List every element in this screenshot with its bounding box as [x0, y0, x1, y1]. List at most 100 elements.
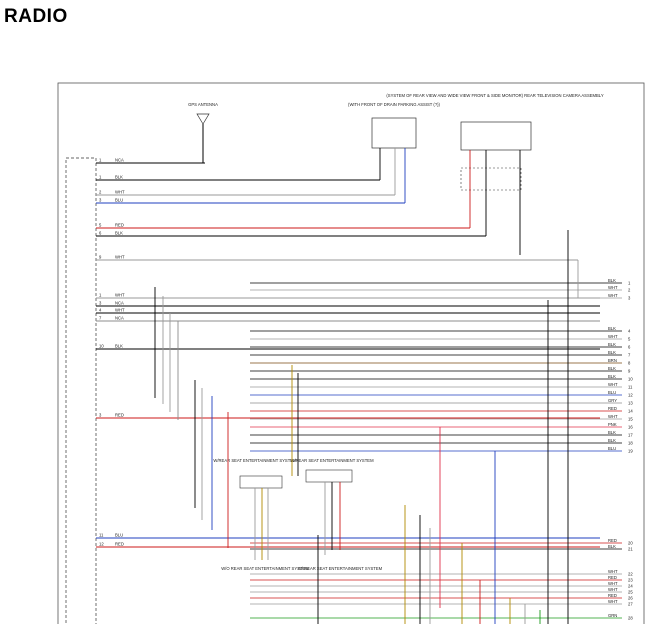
wire-label-3: BLU: [115, 198, 123, 203]
wire-label-1: BLK: [115, 175, 123, 180]
wire-label-9: WHT: [115, 308, 125, 313]
right-pin-label-8: BRN: [608, 358, 617, 363]
camera-box: [371, 117, 417, 149]
gps-antenna-icon: [196, 113, 210, 163]
right-pin-number-17: 17: [628, 433, 633, 438]
right-pin-number-18: 18: [628, 441, 633, 446]
right-pin-number-26: 26: [628, 596, 633, 601]
wire-pin-5: 6: [99, 231, 102, 236]
right-pin-label-2: WHT: [608, 285, 618, 290]
wire-pin-13: 11: [99, 533, 104, 538]
right-pin-label-27: WHT: [608, 599, 618, 604]
camera-label: (WITH FRONT OF DRAIN PARKING ASSIST (?)): [348, 102, 441, 107]
right-pin-number-13: 13: [628, 401, 633, 406]
wire-label-6: WHT: [115, 255, 125, 260]
right-pin-number-28: 28: [628, 616, 633, 621]
wire-label-14: RED: [115, 542, 124, 547]
monitor-shield: [460, 167, 522, 191]
wire-label-0: NCA: [115, 158, 124, 163]
right-pin-label-9: BLK: [608, 366, 616, 371]
rse-left-bot-label: W/O REAR SEAT ENTERTAINMENT SYSTEM: [221, 566, 309, 571]
right-pin-number-25: 25: [628, 590, 633, 595]
right-pin-label-11: WHT: [608, 382, 618, 387]
right-pin-number-5: 5: [628, 337, 631, 342]
right-pin-number-16: 16: [628, 425, 633, 430]
right-pin-label-1: BLK: [608, 278, 616, 283]
right-pin-label-7: BLK: [608, 350, 616, 355]
right-pin-label-14: RED: [608, 406, 617, 411]
right-pin-number-14: 14: [628, 409, 633, 414]
right-pin-label-6: BLK: [608, 342, 616, 347]
right-pin-number-1: 1: [628, 281, 631, 286]
right-pin-label-16: PNK: [608, 422, 617, 427]
right-pin-number-27: 27: [628, 602, 633, 607]
wire-label-12: RED: [115, 413, 124, 418]
right-pin-label-19: BLU: [608, 446, 616, 451]
wire-pin-2: 2: [99, 190, 102, 195]
wire-pin-1: 1: [99, 175, 102, 180]
wire-label-10: NCA: [115, 316, 124, 321]
right-pin-number-12: 12: [628, 393, 633, 398]
diagram-frame: [57, 82, 645, 624]
right-pin-label-12: BLU: [608, 390, 616, 395]
wire-pin-4: 5: [99, 223, 102, 228]
right-pin-label-10: BLK: [608, 374, 616, 379]
wire-pin-7: 1: [99, 293, 102, 298]
right-pin-label-5: WHT: [608, 334, 618, 339]
right-pin-number-20: 20: [628, 541, 633, 546]
wire-label-8: NCA: [115, 301, 124, 306]
wire-pin-6: 9: [99, 255, 102, 260]
wire-pin-8: 3: [99, 301, 102, 306]
right-pin-number-10: 10: [628, 377, 633, 382]
right-pin-label-17: BLK: [608, 430, 616, 435]
gps-antenna-label: GPS ANTENNA: [188, 102, 218, 107]
right-pin-label-21: BLK: [608, 544, 616, 549]
right-pin-number-23: 23: [628, 578, 633, 583]
right-pin-label-13: GRY: [608, 398, 617, 403]
wire-pin-11: 10: [99, 344, 104, 349]
wire-pin-10: 7: [99, 316, 102, 321]
rse-right-bot-label: W/ REAR SEAT ENTERTAINMENT SYSTEM: [298, 566, 383, 571]
right-pin-label-28: GRN: [608, 613, 617, 618]
right-pin-label-26: RED: [608, 593, 617, 598]
right-pin-number-11: 11: [628, 385, 633, 390]
wire-label-7: WHT: [115, 293, 125, 298]
right-pin-label-24: WHT: [608, 581, 618, 586]
right-pin-label-15: WHT: [608, 414, 618, 419]
rse-connector-right: [305, 469, 353, 483]
right-pin-label-18: BLK: [608, 438, 616, 443]
right-pin-number-9: 9: [628, 369, 631, 374]
right-pin-label-3: WHT: [608, 293, 618, 298]
wire-pin-3: 3: [99, 198, 102, 203]
monitor-label: (SYSTEM OF REAR VIEW AND WIDE VIEW FRONT…: [386, 93, 603, 98]
wire-pin-9: 4: [99, 308, 102, 313]
rse-left-top-label: W/REAR SEAT ENTERTAINMENT SYSTEM: [213, 458, 297, 463]
wire-pin-12: 3: [99, 413, 102, 418]
right-pin-number-8: 8: [628, 361, 631, 366]
right-pin-number-4: 4: [628, 329, 631, 334]
wire-pin-14: 12: [99, 542, 104, 547]
right-pin-number-15: 15: [628, 417, 633, 422]
page-title: RADIO: [4, 6, 68, 27]
right-pin-number-24: 24: [628, 584, 633, 589]
rse-right-top-label: W/REAR SEAT ENTERTAINMENT SYSTEM: [290, 458, 374, 463]
wire-label-11: BLK: [115, 344, 123, 349]
right-pin-number-2: 2: [628, 288, 631, 293]
right-pin-number-19: 19: [628, 449, 633, 454]
wire-pin-0: 1: [99, 158, 102, 163]
monitor-box: [460, 121, 532, 151]
wire-label-2: WHT: [115, 190, 125, 195]
right-pin-label-20: RED: [608, 538, 617, 543]
rse-connector-left: [239, 475, 283, 489]
right-pin-number-6: 6: [628, 345, 631, 350]
right-pin-label-25: WHT: [608, 587, 618, 592]
right-pin-label-4: BLK: [608, 326, 616, 331]
right-pin-number-22: 22: [628, 572, 633, 577]
right-pin-label-22: WHT: [608, 569, 618, 574]
wire-label-13: BLU: [115, 533, 123, 538]
right-pin-number-3: 3: [628, 296, 631, 301]
wire-label-5: BLK: [115, 231, 123, 236]
right-pin-number-7: 7: [628, 353, 631, 358]
